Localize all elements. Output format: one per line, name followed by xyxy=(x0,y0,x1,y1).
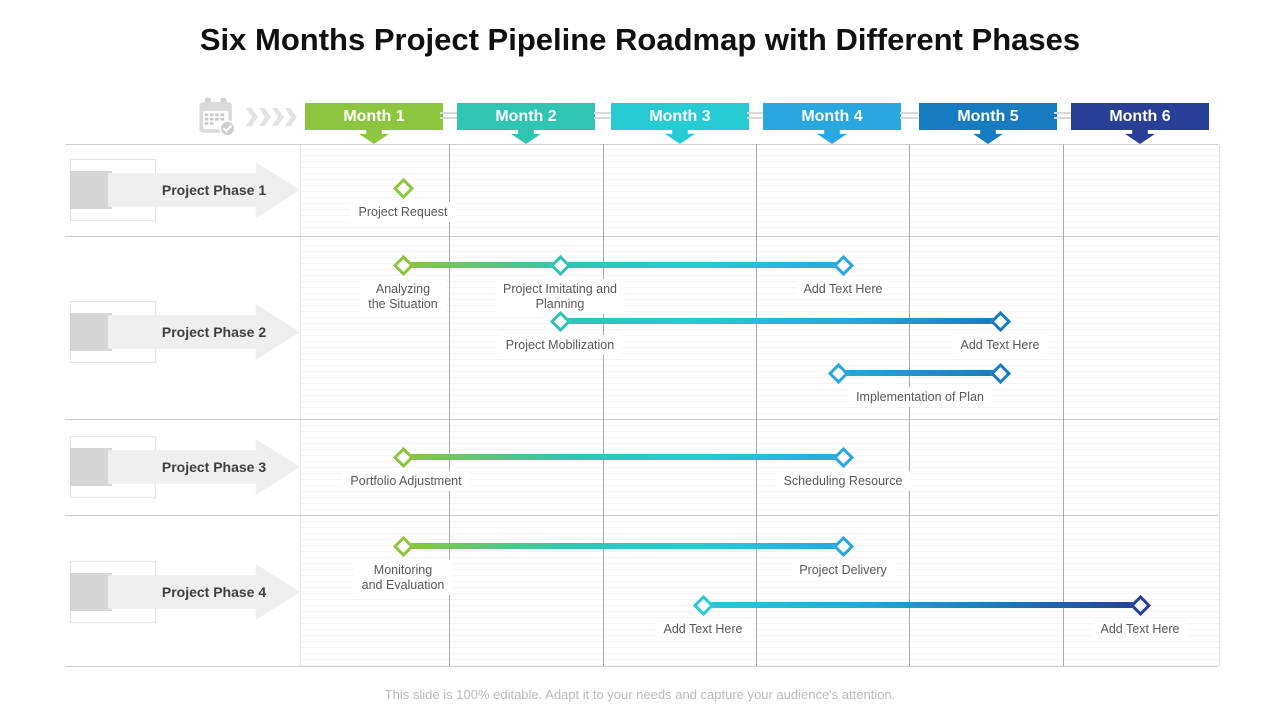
row-divider-line xyxy=(65,666,1218,667)
timeline-bar xyxy=(403,454,843,460)
month-header-3: Month 3 xyxy=(611,103,749,130)
month-down-arrow-icon xyxy=(973,130,1003,144)
add-text-placeholder[interactable]: Add Text Here xyxy=(655,619,751,639)
month-gridline xyxy=(603,144,604,666)
phase-row-label-3: Project Phase 3 xyxy=(65,435,305,499)
month-connector-icon xyxy=(594,112,612,119)
page-title: Six Months Project Pipeline Roadmap with… xyxy=(199,22,1081,57)
phase-row-label-4: Project Phase 4 xyxy=(65,560,305,624)
timeline-bar xyxy=(403,262,843,268)
timeline-bar xyxy=(838,370,1000,376)
row-divider-line xyxy=(65,419,1218,420)
milestone-label: Implementation of Plan xyxy=(848,387,992,407)
phase-gray-block xyxy=(70,313,112,351)
month-header-4: Month 4 xyxy=(763,103,901,130)
month-gridline xyxy=(756,144,757,666)
add-text-placeholder[interactable]: Add Text Here xyxy=(1092,619,1188,639)
milestone-label: Project Request xyxy=(350,202,456,222)
row-divider-line xyxy=(65,144,1218,145)
timeline-bar xyxy=(403,543,843,549)
milestone-label: Project Mobilization xyxy=(497,335,623,355)
phase-gray-block xyxy=(70,448,112,486)
timeline-bar xyxy=(560,318,1000,324)
month-down-arrow-icon xyxy=(665,130,695,144)
row-divider-line xyxy=(65,236,1218,237)
month-down-arrow-icon xyxy=(817,130,847,144)
row-divider-line xyxy=(65,515,1218,516)
milestone-label: Project Delivery xyxy=(791,560,895,580)
timeline-bar xyxy=(703,602,1140,608)
month-connector-icon xyxy=(440,112,458,119)
month-connector-icon xyxy=(1054,112,1072,119)
chart-area xyxy=(300,144,1220,666)
phase-gray-block xyxy=(70,171,112,209)
footer-note: This slide is 100% editable. Adapt it to… xyxy=(384,687,896,702)
month-connector-icon xyxy=(900,112,918,119)
phase-row-label-2: Project Phase 2 xyxy=(65,300,305,364)
calendar-check-icon xyxy=(196,96,238,138)
phase-row-label-1: Project Phase 1 xyxy=(65,158,305,222)
add-text-placeholder[interactable]: Add Text Here xyxy=(795,279,891,299)
milestone-label: Portfolio Adjustment xyxy=(342,471,470,491)
month-gridline xyxy=(449,144,450,666)
month-down-arrow-icon xyxy=(1125,130,1155,144)
month-down-arrow-icon xyxy=(359,130,389,144)
month-connector-icon xyxy=(747,112,765,119)
month-gridline xyxy=(1063,144,1064,666)
month-header-6: Month 6 xyxy=(1071,103,1209,130)
forward-chevrons-icon xyxy=(246,108,298,126)
month-down-arrow-icon xyxy=(511,130,541,144)
add-text-placeholder[interactable]: Add Text Here xyxy=(952,335,1048,355)
phase-gray-block xyxy=(70,573,112,611)
month-header-5: Month 5 xyxy=(919,103,1057,130)
month-header-2: Month 2 xyxy=(457,103,595,130)
month-header-1: Month 1 xyxy=(305,103,443,130)
milestone-label: Scheduling Resource xyxy=(775,471,911,491)
